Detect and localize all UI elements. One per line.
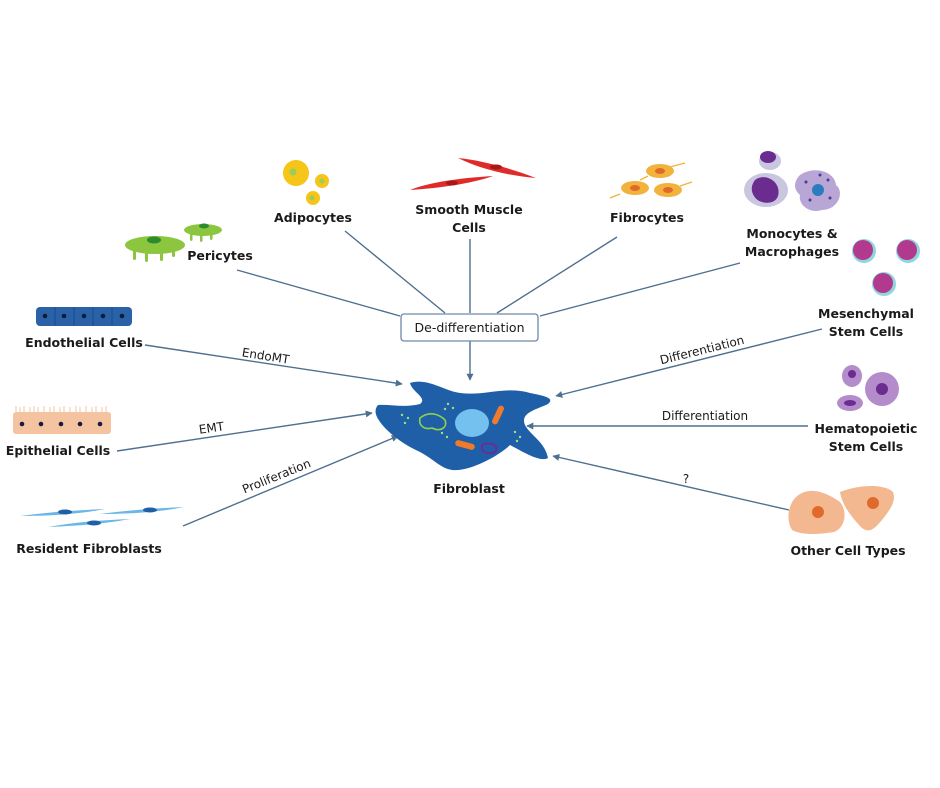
- edge-monocytes-hub: [539, 262, 741, 317]
- hub-connectors: [236, 230, 741, 381]
- hematopoietic-label-line2: Stem Cells: [829, 439, 904, 454]
- fibrocytes-label: Fibrocytes: [610, 210, 684, 225]
- hematopoietic-label-line1: Hematopoietic: [815, 421, 918, 436]
- fibroblast-cell-icon: Fibroblast: [375, 381, 551, 496]
- mesenchymal-node: Mesenchymal Stem Cells: [818, 239, 920, 339]
- edge-mesenchymal: [555, 328, 823, 398]
- edge-resident: [182, 435, 399, 527]
- smooth-muscle-label-line2: Cells: [452, 220, 486, 235]
- edge-other: [552, 453, 790, 511]
- resident-fibroblasts-label: Resident Fibroblasts: [16, 541, 162, 556]
- de-differentiation-box: De-differentiation: [400, 313, 539, 342]
- fibroblast-label: Fibroblast: [433, 481, 505, 496]
- edge-epithelial: [116, 410, 373, 452]
- other-cell-icon: [788, 486, 894, 535]
- edge-endothelial: [144, 344, 403, 387]
- epithelial-node: Epithelial Cells: [6, 406, 111, 458]
- adipocytes-label: Adipocytes: [274, 210, 352, 225]
- monocytes-macrophages-node: Monocytes & Macrophages: [744, 151, 840, 259]
- fibrocyte-cell-icon: [609, 162, 693, 199]
- hematopoietic-cell-icon: [837, 365, 899, 411]
- mesenchymal-label-line2: Stem Cells: [829, 324, 904, 339]
- edge-fibrocytes-hub: [496, 236, 618, 314]
- fibrocytes-node: Fibrocytes: [609, 162, 693, 225]
- edge-label-differentiation-msc: Differentiation: [658, 333, 745, 367]
- epithelial-cell-icon: [13, 406, 111, 434]
- adipocytes-node: Adipocytes: [274, 160, 352, 225]
- resident-fibroblast-cell-icon: [20, 507, 184, 527]
- pericytes-node: Pericytes: [125, 223, 253, 263]
- hub-label: De-differentiation: [415, 320, 525, 335]
- pericytes-label: Pericytes: [187, 248, 253, 263]
- edge-label-differentiation-hsc: Differentiation: [662, 409, 748, 423]
- smooth-muscle-node: Smooth Muscle Cells: [410, 158, 536, 235]
- monocytes-label-line2: Macrophages: [745, 244, 839, 259]
- edge-label-unknown: ?: [683, 472, 689, 486]
- mesenchymal-label-line1: Mesenchymal: [818, 306, 914, 321]
- adipocyte-cell-icon: [283, 160, 329, 205]
- edge-pericytes-hub: [236, 269, 401, 317]
- edge-label-emt: EMT: [198, 419, 226, 436]
- smooth-muscle-label-line1: Smooth Muscle: [415, 202, 522, 217]
- edge-adipocytes-hub: [344, 230, 446, 314]
- other-cell-types-label: Other Cell Types: [790, 543, 905, 558]
- direct-arrows: [116, 328, 823, 527]
- endothelial-label: Endothelial Cells: [25, 335, 143, 350]
- epithelial-label: Epithelial Cells: [6, 443, 110, 458]
- endothelial-cell-icon: [36, 307, 132, 326]
- pericyte-cell-icon: [125, 223, 222, 262]
- other-cell-types-node: Other Cell Types: [788, 486, 906, 558]
- mesenchymal-cell-icon: [852, 239, 920, 296]
- monocyte-macrophage-cell-icon: [744, 151, 840, 211]
- hematopoietic-node: Hematopoietic Stem Cells: [815, 365, 918, 454]
- smooth-muscle-cell-icon: [410, 158, 536, 190]
- resident-fibroblasts-node: Resident Fibroblasts: [16, 507, 184, 556]
- monocytes-label-line1: Monocytes &: [746, 226, 837, 241]
- endothelial-node: Endothelial Cells: [25, 307, 143, 350]
